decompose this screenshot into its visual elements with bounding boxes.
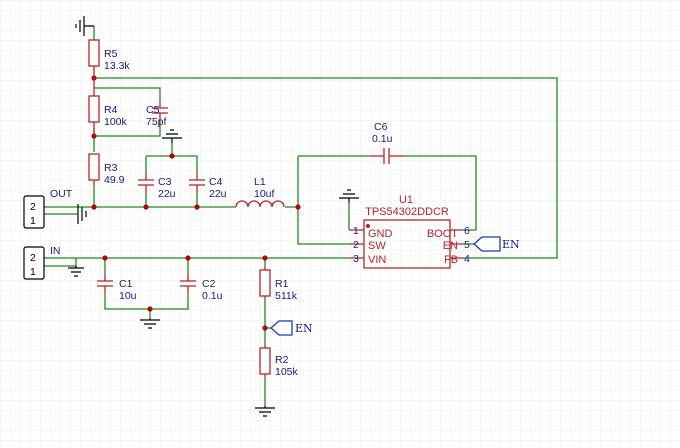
pin-name-sw: SW — [368, 240, 386, 252]
ground-c1c2-icon — [140, 318, 160, 329]
ground-r2-icon — [255, 406, 275, 417]
r2-value: 105k — [275, 366, 299, 378]
in-pin-1: 1 — [30, 266, 36, 278]
net-flag-en-divider[interactable]: EN — [270, 320, 313, 336]
capacitor-c3[interactable]: C3 22u — [138, 172, 176, 200]
inductor-l1[interactable]: L1 10uf — [235, 176, 285, 208]
out-pin-1: 1 — [30, 215, 36, 227]
en-chip-label: EN — [502, 238, 520, 251]
pin-name-boot: BOOT — [427, 228, 458, 240]
c6-ref: C6 — [374, 121, 388, 133]
c1-ref: C1 — [119, 278, 133, 290]
out-pin-2: 2 — [30, 201, 36, 213]
chip-ref: U1 — [399, 194, 413, 206]
pin-name-gnd: GND — [368, 228, 393, 240]
r4-value: 100k — [104, 116, 128, 128]
pin-num-6: 6 — [464, 225, 470, 237]
pin-num-5: 5 — [464, 239, 470, 251]
ground-chip-icon — [339, 189, 359, 203]
chip-u1[interactable]: U1 TPS54302DDCR 1 2 3 GND SW VIN BOOT EN… — [349, 194, 470, 269]
resistor-r4[interactable]: R4 100k — [88, 78, 128, 136]
ground-r5-icon — [75, 16, 94, 36]
resistor-r5[interactable]: R5 13.3k — [88, 39, 130, 78]
resistor-r1[interactable]: R1 511k — [259, 266, 298, 302]
c4-ref: C4 — [209, 176, 223, 188]
resistor-r2[interactable]: R2 105k — [259, 345, 299, 378]
capacitor-c4[interactable]: C4 22u — [189, 172, 227, 200]
chip-name: TPS54302DDCR — [365, 206, 449, 218]
c3-value: 22u — [158, 188, 176, 200]
r5-ref: R5 — [104, 48, 118, 60]
capacitor-c5[interactable]: C5 75pf — [146, 100, 168, 128]
ground-c3c4-icon — [162, 129, 182, 143]
connector-in[interactable]: 2 1 IN — [23, 245, 61, 280]
net-flag-en-chip[interactable]: EN — [473, 236, 520, 252]
resistor-r3[interactable]: R3 49.9 — [88, 153, 125, 186]
r4-ref: R4 — [104, 104, 118, 116]
capacitor-c1[interactable]: C1 10u — [97, 274, 137, 302]
c1-value: 10u — [119, 290, 137, 302]
r3-ref: R3 — [104, 162, 118, 174]
r1-value: 511k — [275, 290, 298, 302]
c6-value: 0.1u — [372, 133, 393, 145]
connector-out[interactable]: 2 1 OUT — [23, 188, 73, 229]
ground-out-conn-icon — [77, 204, 87, 224]
out-label: OUT — [50, 188, 73, 200]
pin-num-4: 4 — [464, 253, 470, 265]
pin-name-fb: FB — [444, 254, 458, 266]
pin-name-vin: VIN — [368, 254, 386, 266]
c5-value: 75pf — [146, 116, 167, 128]
pin1-marker-icon — [366, 224, 370, 228]
r3-value: 49.9 — [104, 174, 125, 186]
junctions — [91, 75, 301, 331]
r5-value: 13.3k — [104, 60, 130, 72]
pin-num-3: 3 — [353, 253, 359, 265]
in-label: IN — [50, 245, 61, 257]
c2-ref: C2 — [202, 278, 216, 290]
r2-ref: R2 — [275, 354, 289, 366]
c2-value: 0.1u — [202, 290, 223, 302]
pin-name-en: EN — [443, 240, 458, 252]
c3-ref: C3 — [158, 176, 172, 188]
ground-in-conn-icon — [68, 266, 84, 277]
wires — [44, 26, 558, 406]
c4-value: 22u — [209, 188, 227, 200]
capacitor-c2[interactable]: C2 0.1u — [180, 274, 223, 302]
pin-num-2: 2 — [353, 239, 359, 251]
r1-ref: R1 — [275, 278, 289, 290]
capacitor-c6[interactable]: C6 0.1u — [370, 121, 404, 164]
in-pin-2: 2 — [30, 252, 36, 264]
l1-value: 10uf — [254, 188, 275, 200]
pin-num-1: 1 — [353, 225, 359, 237]
l1-ref: L1 — [254, 176, 266, 188]
c5-ref: C5 — [146, 104, 160, 116]
en-divider-label: EN — [295, 322, 313, 335]
